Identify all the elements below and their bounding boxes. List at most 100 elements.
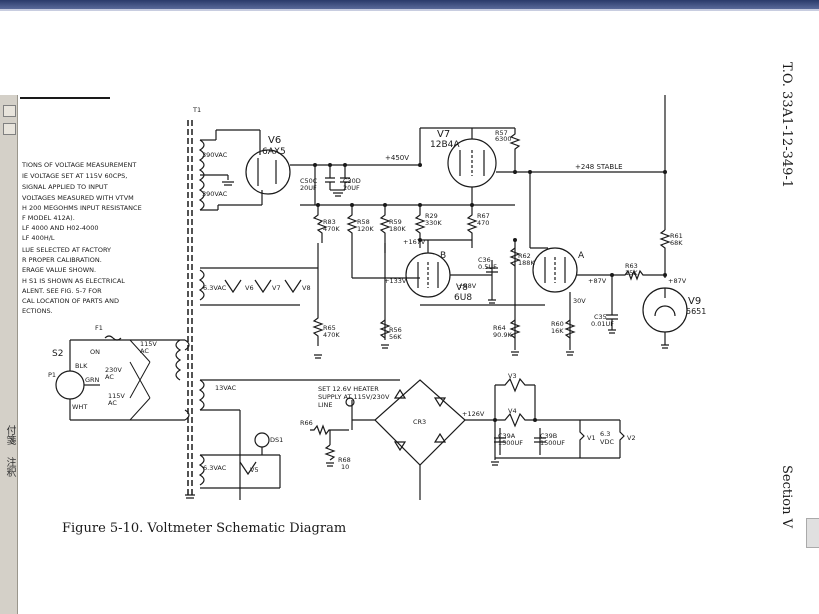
label-r66: R66 (300, 419, 313, 427)
label-r29: R29 (425, 212, 438, 220)
label-r67-value: 470 (477, 219, 489, 227)
label-v7: V7 (437, 129, 450, 140)
label-r58-value: 120K (357, 225, 374, 233)
label-r59: R59 (389, 218, 402, 226)
label-heater-note-2: SUPPLY AT 115V/230V (318, 393, 390, 401)
label-heater-note-3: LINE (318, 401, 333, 409)
label-v8-type: 6U8 (454, 293, 472, 303)
label-plus87: +87V (588, 277, 607, 285)
label-r65: R65 (323, 324, 336, 332)
label-r56: R56 (389, 326, 402, 334)
note-line: VOLTAGES MEASURED WITH VTVM (22, 194, 134, 202)
note-line: LF 4000 AND H02-4000 (22, 224, 98, 232)
label-c39a: C39A (498, 432, 516, 440)
label-6-3vac-b: 6.3VAC (203, 464, 227, 472)
side-footer: Section V (779, 465, 794, 529)
label-r58: R58 (357, 218, 370, 226)
label-v5: V5 (250, 466, 259, 474)
label-heater-note: SET 12.6V HEATER (318, 385, 379, 393)
label-13vac: 13VAC (215, 384, 237, 392)
label-115vac-b-ac: AC (108, 399, 117, 407)
label-c36-value: 0.5UF (478, 263, 497, 271)
label-r57-value: 6300 (495, 135, 512, 143)
label-r56-value: 56K (389, 333, 402, 341)
label-v7-heater: V7 (272, 284, 281, 292)
note-line: LUE SELECTED AT FACTORY (22, 246, 111, 254)
label-c50: C50C (300, 177, 318, 185)
label-v7-type: 12B4A (430, 140, 460, 150)
label-v6: V6 (268, 135, 281, 146)
figure-caption: Figure 5-10. Voltmeter Schematic Diagram (62, 521, 346, 536)
label-v4: V4 (508, 407, 517, 415)
label-c30: C30D (343, 177, 361, 185)
label-plus30: 30V (573, 297, 586, 305)
label-r64: R64 (493, 324, 506, 332)
sticky-note-tab[interactable]: 付箋 (4, 425, 15, 445)
note-line: TIONS OF VOLTAGE MEASUREMENT (21, 161, 136, 169)
notes-block: TIONS OF VOLTAGE MEASUREMENT IE VOLTAGE … (21, 161, 142, 315)
title-bar-underline (0, 9, 819, 11)
label-r29-value: 330K (425, 219, 442, 227)
panel-toggle-icon[interactable] (3, 105, 16, 117)
label-v8-b: B (440, 251, 446, 261)
label-r61-value: 68K (670, 239, 683, 247)
note-line: SIGNAL APPLIED TO INPUT (22, 183, 108, 191)
label-230vac-ac: AC (105, 373, 114, 381)
note-line: ERAGE VALUE SHOWN. (22, 266, 96, 274)
label-plus88: +88V (458, 282, 477, 290)
label-s2: S2 (52, 349, 63, 359)
label-c35: C35 (594, 313, 607, 321)
label-115vac-ac: AC (140, 347, 149, 355)
label-v6-heater: V6 (245, 284, 254, 292)
note-line: LF 400H/L (22, 234, 55, 242)
label-c35-value: 0.01UF (591, 320, 614, 328)
label-r57: R57 (495, 129, 508, 137)
label-r65-value: 470K (323, 331, 340, 339)
label-390vac-a: 390VAC (202, 151, 228, 159)
note-line: CAL LOCATION OF PARTS AND (22, 297, 119, 305)
note-line: IE VOLTAGE SET AT 115V 60CPS, (22, 172, 127, 180)
label-r67: R67 (477, 212, 490, 220)
label-plus87b: +87V (668, 277, 687, 285)
label-r68: R68 (338, 456, 351, 464)
panel-collapse-icon[interactable] (3, 123, 16, 135)
label-v9-type: 5651 (686, 307, 706, 316)
label-plus248: +248 STABLE (575, 163, 623, 171)
label-v9: V9 (688, 296, 701, 307)
label-ds1: DS1 (270, 436, 283, 444)
label-r60-value: 16K (551, 327, 564, 335)
label-r63-value: 15K (625, 269, 638, 277)
label-c39b: C39B (540, 432, 557, 440)
label-r61: R61 (670, 232, 683, 240)
label-plus133: +133V (384, 277, 407, 285)
label-r83: R83 (323, 218, 336, 226)
window-title-bar (0, 0, 819, 9)
label-t1: T1 (192, 106, 201, 114)
label-v6-type: 6AX5 (262, 147, 286, 157)
label-v8-a: A (578, 251, 585, 261)
label-r83-value: 470K (323, 225, 340, 233)
label-c39a-value: 1500UF (498, 439, 523, 447)
label-grn: GRN (85, 376, 100, 384)
label-6-3vdc-unit: VDC (600, 438, 614, 446)
label-r64-value: 90.9K (493, 331, 512, 339)
label-c50-value: 20UF (300, 184, 317, 192)
note-line: R PROPER CALIBRATION. (22, 256, 102, 264)
note-line: H S1 IS SHOWN AS ELECTRICAL (22, 277, 125, 285)
side-header: T.O. 33A1-12-349-1 (779, 62, 794, 188)
note-line: F MODEL 412A). (22, 214, 75, 222)
label-v8-num: V8 (456, 283, 468, 293)
label-r60: R60 (551, 320, 564, 328)
label-r59-value: 180K (389, 225, 406, 233)
annotation-tab[interactable]: 注釈 (4, 457, 15, 477)
label-r62-value: 188K (518, 259, 535, 267)
note-line: ECTIONS. (22, 307, 53, 315)
label-v2: V2 (627, 434, 636, 442)
left-side-panel[interactable]: 付箋 注釈 (0, 95, 18, 614)
label-plus450: +450V (385, 154, 409, 162)
label-115vac-b: 115V (108, 392, 125, 400)
label-c30-value: 20UF (343, 184, 360, 192)
label-v8-heater: V8 (302, 284, 311, 292)
scrollbar-thumb[interactable] (806, 518, 819, 548)
